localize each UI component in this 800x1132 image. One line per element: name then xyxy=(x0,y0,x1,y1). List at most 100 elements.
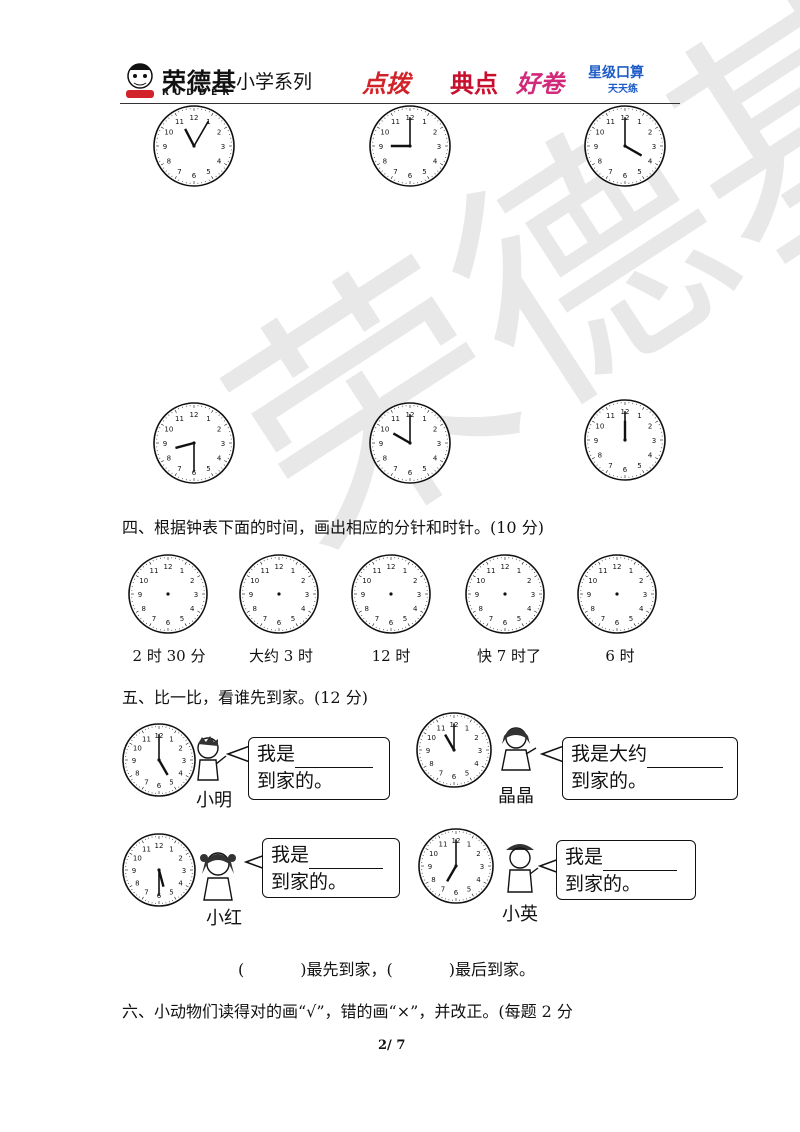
svg-text:2: 2 xyxy=(178,745,182,753)
svg-text:3: 3 xyxy=(652,437,656,445)
svg-text:9: 9 xyxy=(132,867,136,875)
svg-text:3: 3 xyxy=(417,591,421,599)
svg-text:9: 9 xyxy=(428,863,432,871)
svg-text:1: 1 xyxy=(467,840,471,848)
svg-text:4: 4 xyxy=(527,605,532,613)
svg-text:9: 9 xyxy=(594,437,598,445)
svg-text:3: 3 xyxy=(652,143,656,151)
svg-text:9: 9 xyxy=(249,591,253,599)
answer-blank[interactable] xyxy=(309,848,384,869)
svg-text:5: 5 xyxy=(629,615,633,623)
svg-text:3: 3 xyxy=(437,440,441,448)
bubble-text: 到家的。 xyxy=(571,770,648,792)
svg-text:7: 7 xyxy=(439,770,443,778)
svg-text:6: 6 xyxy=(623,466,628,474)
svg-text:7: 7 xyxy=(375,615,379,623)
svg-text:10: 10 xyxy=(588,577,597,585)
svg-text:7: 7 xyxy=(144,779,148,787)
speech-bubble-xiaoming: 我是 到家的。 xyxy=(248,737,390,800)
svg-text:12: 12 xyxy=(190,411,199,419)
svg-text:10: 10 xyxy=(133,855,142,863)
svg-text:6: 6 xyxy=(192,469,197,477)
svg-text:6: 6 xyxy=(408,469,413,477)
svg-text:1: 1 xyxy=(291,567,295,575)
svg-text:3: 3 xyxy=(480,863,484,871)
svg-text:11: 11 xyxy=(175,415,184,423)
svg-text:4: 4 xyxy=(190,605,195,613)
svg-text:11: 11 xyxy=(261,567,270,575)
girl-jingjing-figure xyxy=(501,727,537,771)
svg-text:1: 1 xyxy=(637,412,641,420)
svg-text:1: 1 xyxy=(403,567,407,575)
svg-text:2: 2 xyxy=(413,577,417,585)
section6-title: 六、小动物们读得对的画“√”，错的画“×”，并改正。(每题 2 分 xyxy=(122,1002,573,1021)
bubble-text: 我是大约 xyxy=(571,743,648,765)
svg-text:12: 12 xyxy=(275,563,284,571)
svg-text:1: 1 xyxy=(629,567,633,575)
svg-text:10: 10 xyxy=(380,426,389,434)
svg-text:4: 4 xyxy=(639,605,644,613)
svg-text:9: 9 xyxy=(426,747,430,755)
svg-text:6: 6 xyxy=(615,619,620,627)
girl-xiaohong-figure xyxy=(200,852,236,901)
kid-name-jingjing: 晶晶 xyxy=(498,786,534,807)
svg-text:8: 8 xyxy=(167,158,171,166)
svg-text:10: 10 xyxy=(139,577,148,585)
answer-blank[interactable] xyxy=(295,747,374,768)
svg-text:7: 7 xyxy=(601,615,605,623)
svg-text:12: 12 xyxy=(164,563,173,571)
svg-text:9: 9 xyxy=(163,143,167,151)
header-rule xyxy=(120,103,680,104)
svg-text:7: 7 xyxy=(177,465,181,473)
svg-text:5: 5 xyxy=(422,168,426,176)
svg-text:6: 6 xyxy=(503,619,508,627)
svg-text:6: 6 xyxy=(157,782,162,790)
svg-text:10: 10 xyxy=(427,734,436,742)
svg-text:1: 1 xyxy=(180,567,184,575)
svg-text:3: 3 xyxy=(643,591,647,599)
bubble-text: 我是 xyxy=(257,743,296,765)
svg-text:2: 2 xyxy=(433,426,437,434)
svg-text:4: 4 xyxy=(217,158,222,166)
svg-text:2: 2 xyxy=(178,855,182,863)
svg-text:1: 1 xyxy=(169,735,173,743)
svg-text:5: 5 xyxy=(291,615,295,623)
girl-xiaoying-figure xyxy=(506,844,539,893)
svg-text:5: 5 xyxy=(637,462,641,470)
speech-bubble-jingjing: 我是大约 到家的。 xyxy=(562,737,738,800)
page-current: 2/ xyxy=(378,1038,392,1053)
svg-text:6: 6 xyxy=(408,172,413,180)
speech-bubble-xiaohong: 我是 到家的。 xyxy=(262,838,400,898)
svg-text:7: 7 xyxy=(144,889,148,897)
svg-text:11: 11 xyxy=(439,840,448,848)
answer-blank[interactable] xyxy=(647,747,724,768)
svg-text:9: 9 xyxy=(163,440,167,448)
logo-diandian: 典点 xyxy=(450,70,498,98)
svg-text:12: 12 xyxy=(501,563,510,571)
svg-text:7: 7 xyxy=(393,168,397,176)
svg-text:1: 1 xyxy=(517,567,521,575)
svg-text:2: 2 xyxy=(217,426,221,434)
mascot-logo xyxy=(126,63,154,98)
kid-name-xiaoming: 小明 xyxy=(196,790,232,811)
page-number: 2/ 7 xyxy=(378,1038,405,1053)
svg-text:4: 4 xyxy=(433,158,438,166)
svg-text:3: 3 xyxy=(182,867,186,875)
clock-caption-1: 2 时 30 分 xyxy=(132,647,206,665)
answer-blank[interactable] xyxy=(603,850,678,871)
svg-text:7: 7 xyxy=(608,462,612,470)
svg-text:10: 10 xyxy=(380,129,389,137)
svg-text:5: 5 xyxy=(180,615,184,623)
bubble-text: 我是 xyxy=(271,844,310,866)
svg-text:9: 9 xyxy=(138,591,142,599)
svg-text:5: 5 xyxy=(422,465,426,473)
svg-text:2: 2 xyxy=(301,577,305,585)
svg-text:4: 4 xyxy=(178,770,183,778)
svg-text:9: 9 xyxy=(379,143,383,151)
